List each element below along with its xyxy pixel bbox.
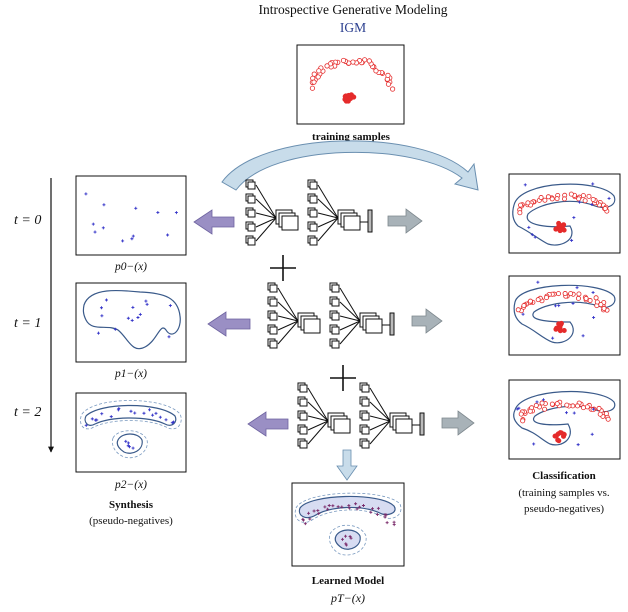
arrow-left-icon xyxy=(207,311,251,337)
classification-panel-2 xyxy=(508,379,621,460)
arrow-left-icon xyxy=(247,411,289,437)
arrow-right-icon xyxy=(411,308,443,334)
arrow-right-icon xyxy=(441,410,475,436)
classification-panel-0 xyxy=(508,173,621,254)
learned-model-caption: Learned Model xyxy=(312,575,384,587)
cnn-block-icon xyxy=(245,179,373,246)
learned-model-panel xyxy=(291,482,405,567)
classification-panel-1 xyxy=(508,275,621,356)
learned-model-label: pT−(x) xyxy=(330,591,365,605)
curved-arrow-icon xyxy=(221,140,479,191)
diagram-title: Introspective Generative Modeling xyxy=(259,2,448,17)
synthesis-label-2: p2−(x) xyxy=(114,479,147,491)
classification-caption-title: Classification xyxy=(532,470,596,482)
synthesis-panel-2 xyxy=(75,392,187,473)
pseudo-negative-points xyxy=(96,298,172,339)
synthesis-label-0: p0−(x) xyxy=(114,261,147,273)
plus-icon xyxy=(330,365,356,391)
synthesis-label-1: p1−(x) xyxy=(114,368,147,380)
synthesis-caption-sub: (pseudo-negatives) xyxy=(89,515,173,527)
training-samples-caption: training samples xyxy=(312,131,391,143)
classification-points xyxy=(515,398,611,447)
training-sample-points xyxy=(309,57,396,104)
cnn-block-icon xyxy=(297,382,425,449)
classification-points xyxy=(517,182,611,242)
synthesis-caption-title: Synthesis xyxy=(109,499,154,511)
synthesis-panel-1 xyxy=(75,282,187,363)
learned-model-points xyxy=(301,502,396,547)
time-label-0: t = 0 xyxy=(14,213,41,228)
training-samples-panel xyxy=(296,44,405,125)
diagram-subtitle: IGM xyxy=(340,20,366,35)
time-label-2: t = 2 xyxy=(14,405,41,420)
arrow-left-icon xyxy=(193,209,235,235)
synthesis-panel-0 xyxy=(75,175,187,256)
classification-points xyxy=(515,280,610,340)
pseudo-negative-points xyxy=(84,192,178,243)
classification-caption-line1: (training samples vs. xyxy=(518,487,610,499)
classification-caption-line2: pseudo-negatives) xyxy=(524,503,604,515)
plus-icon xyxy=(270,255,296,281)
density-contour xyxy=(82,289,181,350)
cnn-block-icon xyxy=(267,282,395,349)
pseudo-negative-points xyxy=(84,407,176,450)
time-label-1: t = 1 xyxy=(14,316,41,331)
arrow-right-icon xyxy=(387,208,423,234)
arrow-down-icon xyxy=(336,449,358,481)
